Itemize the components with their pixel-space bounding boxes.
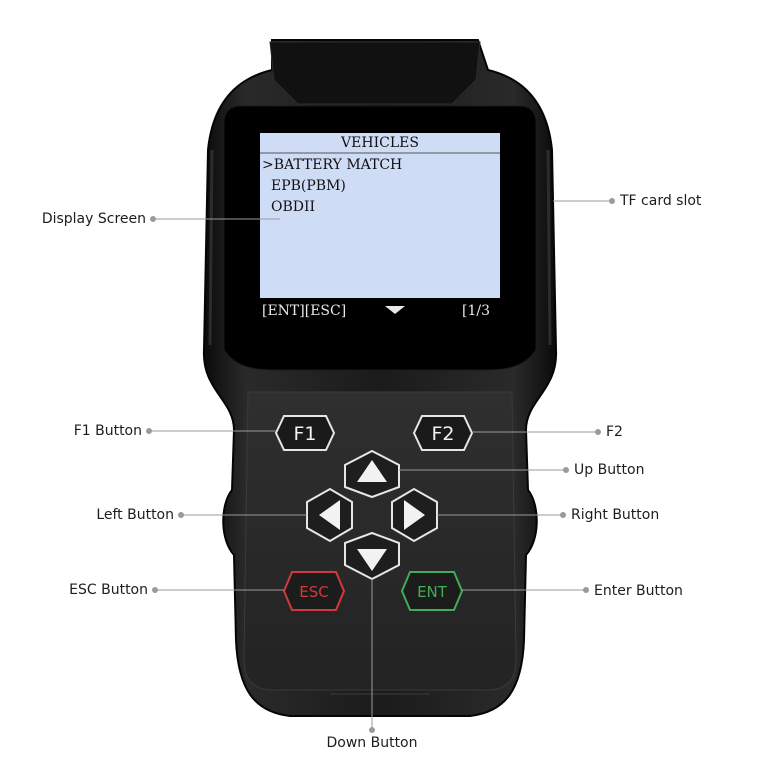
lcd-menu-item-battery-match[interactable]: >BATTERY MATCH (262, 157, 403, 173)
callout-f1-button: F1 Button (73, 423, 142, 439)
callout-left-button: Left Button (96, 507, 174, 523)
lcd-menu-item-epb[interactable]: EPB(PBM) (271, 178, 346, 194)
left-arrow-icon (319, 500, 340, 530)
left-seam (208, 149, 214, 346)
callout-right-button: Right Button (571, 507, 660, 523)
callout-display-screen: Display Screen (41, 211, 146, 227)
esc-label: ESC (299, 583, 328, 601)
callout-down-button: Down Button (326, 735, 418, 751)
esc-button[interactable] (282, 571, 346, 611)
right-arrow-icon (404, 500, 425, 530)
lcd-footer-keys: [ENT][ESC] (262, 303, 347, 319)
tf-card-slot (546, 149, 552, 346)
callout-tf-card-slot: TF card slot (620, 193, 702, 209)
right-button[interactable] (391, 487, 438, 543)
callout-enter-button: Enter Button (594, 583, 683, 599)
up-arrow-icon (357, 460, 387, 482)
footer-down-arrow-icon (385, 306, 405, 314)
callout-up-button: Up Button (574, 462, 645, 478)
top-bevel (269, 41, 481, 105)
lcd-title: VEHICLES (341, 135, 419, 151)
callout-esc-button: ESC Button (69, 582, 148, 598)
f1-button[interactable] (274, 415, 336, 451)
f2-label: F2 (431, 423, 454, 445)
up-button[interactable] (344, 449, 400, 499)
lcd-footer-page: [1/3 (462, 303, 490, 319)
display-screen (260, 133, 500, 298)
ent-button[interactable] (400, 571, 464, 611)
left-button[interactable] (306, 487, 353, 543)
f1-label: F1 (293, 423, 316, 445)
leader-lines (146, 198, 615, 733)
ent-label: ENT (417, 583, 448, 601)
f2-button[interactable] (412, 415, 474, 451)
callout-f2: F2 (606, 424, 623, 440)
lcd-menu-item-obdii[interactable]: OBDII (271, 199, 316, 215)
down-arrow-icon (357, 549, 387, 571)
